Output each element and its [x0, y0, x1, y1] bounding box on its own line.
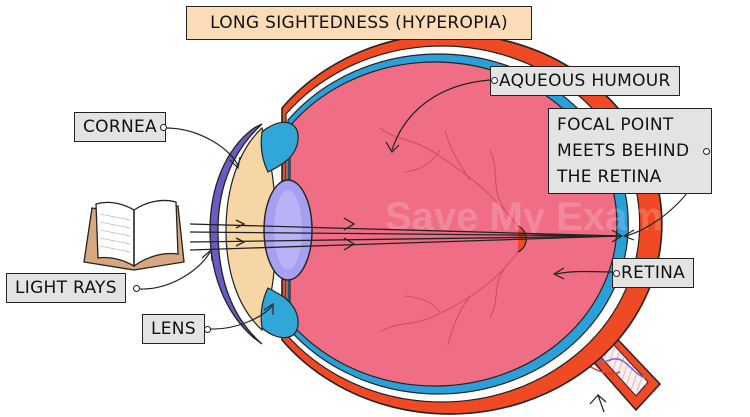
label-retina-text: RETINA	[621, 263, 686, 283]
label-lens-text: LENS	[151, 319, 196, 339]
light-rays	[189, 217, 621, 251]
focal-point-marker	[611, 229, 623, 243]
label-hole	[133, 285, 140, 292]
label-hole	[160, 124, 167, 131]
label-aqueous-humour-text: AQUEOUS HUMOUR	[499, 71, 671, 91]
iris-bottom	[260, 287, 299, 339]
cornea	[209, 123, 263, 345]
book-icon	[83, 199, 185, 271]
iris-top	[260, 121, 299, 173]
label-lens: LENS	[142, 314, 205, 344]
label-focal-point-line-1: FOCAL POINT	[557, 115, 674, 135]
label-light-rays: LIGHT RAYS	[6, 273, 126, 303]
label-cornea: CORNEA	[74, 112, 166, 142]
diagram-title: LONG SIGHTEDNESS (HYPEROPIA)	[186, 6, 532, 40]
label-hole	[613, 270, 620, 277]
lens-highlight	[274, 190, 302, 270]
retinal-vessels	[379, 127, 526, 346]
label-cornea-text: CORNEA	[83, 117, 157, 137]
label-retina: RETINA	[612, 258, 695, 288]
label-focal-point-line-3: THE RETINA	[557, 167, 662, 187]
watermark: Save My Exams	[385, 195, 685, 239]
label-focal-point-line-2: MEETS BEHIND	[557, 141, 690, 161]
label-aqueous-humour: AQUEOUS HUMOUR	[490, 66, 680, 96]
label-hole	[703, 148, 710, 155]
label-focal-point: FOCAL POINT MEETS BEHIND THE RETINA	[548, 108, 712, 194]
label-hole	[491, 77, 498, 84]
vitreous-humour	[289, 61, 618, 387]
label-hole	[204, 326, 211, 333]
label-light-rays-text: LIGHT RAYS	[15, 278, 117, 298]
